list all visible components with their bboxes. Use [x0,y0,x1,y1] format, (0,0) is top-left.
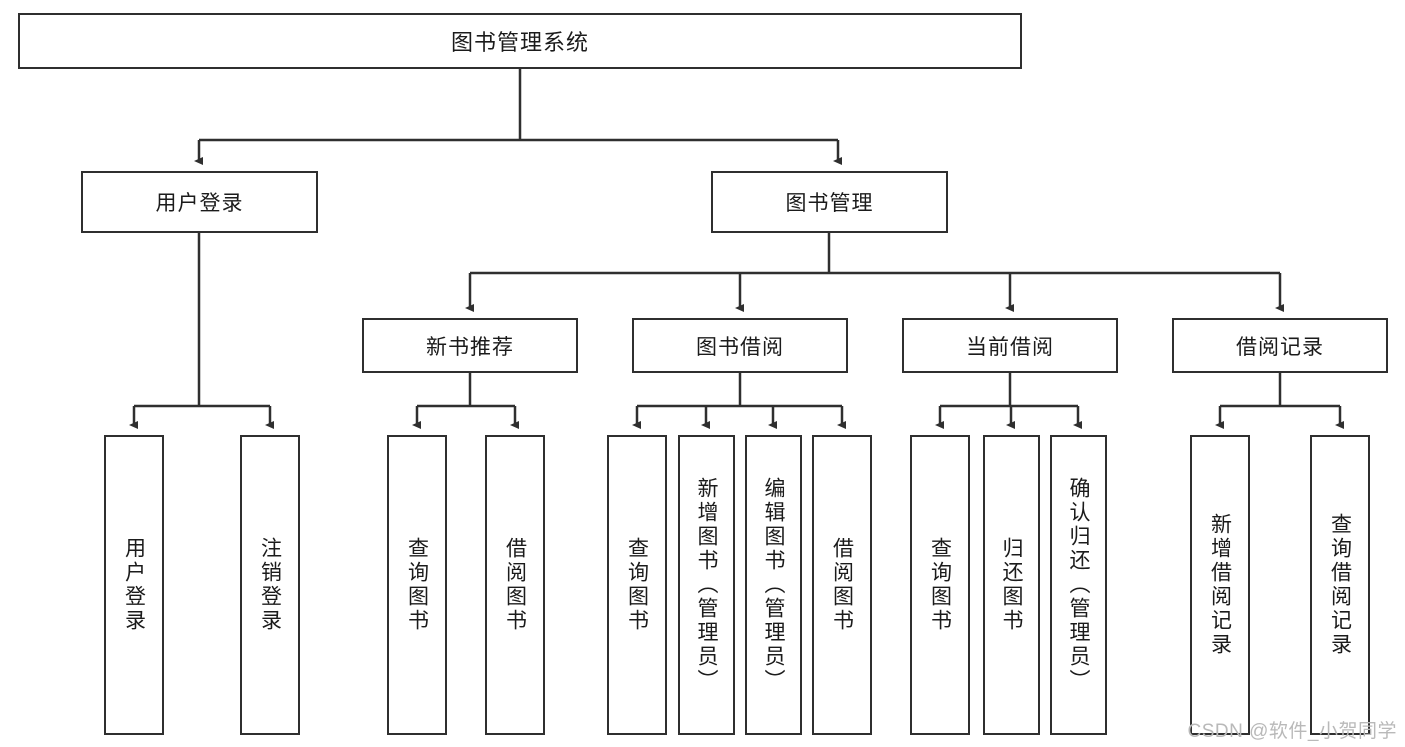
node-root-system[interactable]: 图书管理系统 [18,13,1022,69]
watermark: CSDN @软件_小贺同学 [1187,721,1397,742]
node-label: 查询借阅记录 [1328,513,1352,657]
node-label: 图书借阅 [696,335,784,359]
leaf-add-borrow-record[interactable]: 新增借阅记录 [1190,435,1250,735]
node-label: 图书管理 [785,192,874,215]
node-label: 新增借阅记录 [1208,513,1232,657]
leaf-add-book-admin[interactable]: 新增图书（管理员） [678,435,735,735]
node-label: 新增图书（管理员） [695,477,718,693]
node-label: 编辑图书（管理员） [762,477,785,693]
leaf-edit-book-admin[interactable]: 编辑图书（管理员） [745,435,802,735]
node-book-borrow[interactable]: 图书借阅 [632,318,848,373]
node-label: 借阅图书 [830,537,854,633]
node-label: 确认归还（管理员） [1067,477,1090,693]
node-label: 新书推荐 [426,335,514,359]
node-label: 归还图书 [1000,537,1023,633]
leaf-query-books-recommend[interactable]: 查询图书 [387,435,447,735]
node-label: 借阅记录 [1236,335,1324,359]
leaf-logout[interactable]: 注销登录 [240,435,300,735]
leaf-confirm-return-admin[interactable]: 确认归还（管理员） [1050,435,1107,735]
node-current-borrow[interactable]: 当前借阅 [902,318,1118,373]
node-label: 查询图书 [405,537,429,633]
leaf-borrow-books-recommend[interactable]: 借阅图书 [485,435,545,735]
connector-userlogin-to-leaves [129,233,274,429]
leaf-query-books-current[interactable]: 查询图书 [910,435,970,735]
node-label: 当前借阅 [966,335,1054,359]
leaf-return-books[interactable]: 归还图书 [983,435,1040,735]
leaf-user-login[interactable]: 用户登录 [104,435,164,735]
node-label: 查询图书 [625,537,649,633]
connector-records-to-leaves [1215,373,1344,429]
node-label: 注销登录 [258,537,282,633]
node-new-book-recommend[interactable]: 新书推荐 [362,318,578,373]
leaf-query-borrow-record[interactable]: 查询借阅记录 [1310,435,1370,735]
connector-root-to-level2 [194,69,842,165]
node-user-login[interactable]: 用户登录 [81,171,318,233]
leaf-borrow-books[interactable]: 借阅图书 [812,435,872,735]
connector-bookmgmt-to-level3 [465,233,1284,312]
connector-newbook-to-leaves [412,373,519,429]
node-label: 查询图书 [928,537,952,633]
node-label: 图书管理系统 [450,30,589,55]
node-label: 借阅图书 [503,537,527,633]
node-borrow-records[interactable]: 借阅记录 [1172,318,1388,373]
node-label: 用户登录 [122,537,146,633]
node-book-management[interactable]: 图书管理 [711,171,948,233]
connector-current-to-leaves [935,373,1082,429]
connector-borrow-to-leaves [632,373,846,429]
node-label: 用户登录 [155,192,244,215]
leaf-query-books-borrow[interactable]: 查询图书 [607,435,667,735]
